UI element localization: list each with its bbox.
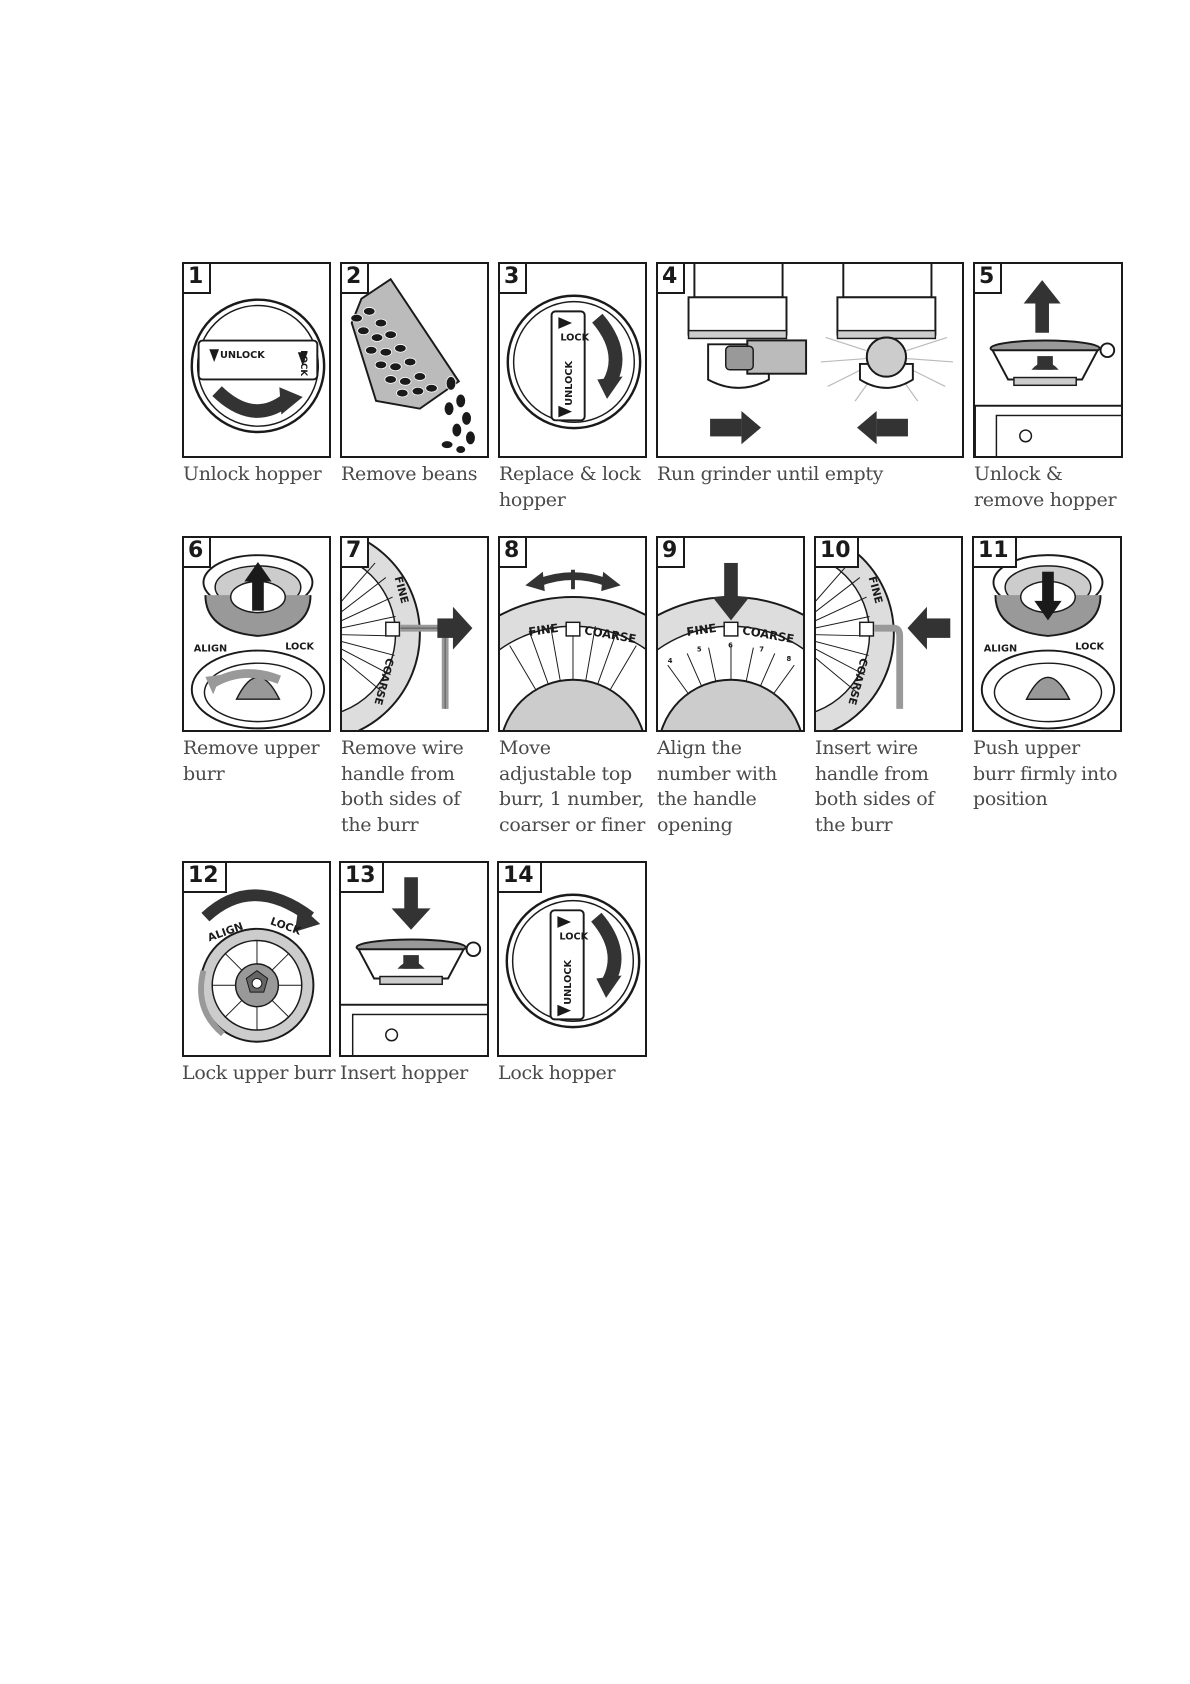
scale-number: 7 (759, 646, 764, 654)
step-6-caption: Remove upper burr (183, 737, 320, 785)
step-13-caption: Insert hopper (340, 1062, 468, 1084)
remove-upper-burr-illustration: ALIGN LOCK (190, 554, 326, 730)
arrow-left-icon (907, 606, 927, 650)
step-9-illustration: 9 FINE COARSE 4 5 6 7 8 (656, 536, 805, 732)
step-number: 1 (184, 264, 212, 294)
remove-hopper-illustration (975, 280, 1121, 456)
step-8-caption: Move adjustable top burr, 1 number, coar… (499, 737, 646, 836)
step-3-illustration: 3 LOCK UNLOCK (498, 262, 647, 458)
step-number: 2 (342, 264, 370, 294)
step-number: 13 (341, 863, 384, 893)
unlock-label: UNLOCK (563, 959, 574, 1004)
step-11-illustration: 11 ALIGN LOCK (972, 536, 1122, 732)
step-number: 14 (499, 863, 542, 893)
step-number: 6 (184, 538, 212, 568)
fine-label: FINE (686, 621, 718, 639)
step-number: 7 (342, 538, 370, 568)
arrow-down-icon (712, 597, 750, 621)
step-10-caption: Insert wire handle from both sides of th… (815, 737, 935, 836)
adjust-burr-illustration: FINE COARSE (500, 569, 645, 730)
step-number: 3 (500, 264, 528, 294)
step-5-caption: Unlock & remove hopper (974, 463, 1117, 511)
arrow-down-icon (596, 975, 622, 998)
scale-number: 6 (728, 642, 733, 650)
remove-wire-handle-illustration: FINE COARSE (342, 538, 473, 730)
scale-number: 8 (786, 655, 791, 663)
arrow-left-icon (857, 410, 877, 445)
step-number: 8 (500, 538, 528, 568)
step-13-illustration: 13 (339, 861, 489, 1057)
step-4-caption: Run grinder until empty (657, 463, 884, 485)
align-number-illustration: FINE COARSE 4 5 6 7 8 (658, 562, 803, 730)
arrow-down-icon (597, 376, 623, 399)
step-6-illustration: 6 ALIGN LOCK (182, 536, 331, 732)
step-1-illustration: 1 UNLOCK LOCK (182, 262, 331, 458)
unlock-label: UNLOCK (564, 360, 575, 405)
step-4-illustration: 4 (656, 262, 964, 458)
step-number: 9 (658, 538, 686, 568)
step-14-caption: Lock hopper (498, 1062, 616, 1084)
step-7-caption: Remove wire handle from both sides of th… (341, 737, 464, 836)
insert-wire-handle-illustration: FINE COARSE (816, 538, 951, 730)
arrow-right-icon (279, 387, 303, 415)
arrow-down-icon (1034, 600, 1062, 621)
unlock-label: UNLOCK (220, 350, 265, 361)
run-grinder-illustration (687, 264, 954, 445)
align-label: ALIGN (984, 644, 1017, 655)
hopper-dial-unlock-illustration: UNLOCK LOCK (190, 298, 326, 434)
align-label: ALIGN (194, 644, 227, 655)
arrow-right-icon (601, 571, 621, 592)
step-8-illustration: 8 FINE COARSE (498, 536, 647, 732)
lock-upper-burr-illustration: ALIGN LOCK (198, 889, 321, 1043)
arrow-left-icon (525, 571, 545, 592)
step-2-illustration: 2 (340, 262, 489, 458)
lock-label: LOCK (559, 932, 588, 943)
scale-number: 4 (668, 657, 673, 665)
arrow-right-icon (741, 410, 762, 445)
step-number: 5 (975, 264, 1003, 294)
step-number: 11 (974, 538, 1017, 568)
lock-label: LOCK (285, 642, 314, 653)
step-9-caption: Align the number with the handle opening (657, 737, 777, 836)
remove-beans-illustration (350, 277, 476, 454)
hopper-dial-lock-illustration: LOCK UNLOCK (505, 893, 641, 1029)
hopper-dial-lock-illustration: LOCK UNLOCK (506, 294, 642, 430)
lock-label: LOCK (560, 333, 589, 344)
fine-label: FINE (528, 621, 560, 639)
step-14-illustration: 14 LOCK UNLOCK (497, 861, 647, 1057)
step-12-caption: Lock upper burr (182, 1062, 336, 1084)
step-number: 4 (658, 264, 686, 294)
step-number: 12 (184, 863, 227, 893)
step-3-caption: Replace & lock hopper (499, 463, 641, 511)
scale-number: 5 (697, 646, 702, 654)
step-12-illustration: 12 ALIGN LOCK (182, 861, 331, 1057)
arrow-right-icon (452, 606, 473, 650)
insert-hopper-illustration (341, 877, 487, 1055)
step-number: 10 (816, 538, 859, 568)
step-7-illustration: 7 FINE COARSE (340, 536, 489, 732)
lock-label: LOCK (1075, 642, 1104, 653)
push-upper-burr-illustration: ALIGN LOCK (980, 554, 1116, 730)
step-1-caption: Unlock hopper (183, 463, 322, 485)
step-10-illustration: 10 FINE COARSE (814, 536, 963, 732)
step-5-illustration: 5 (973, 262, 1123, 458)
arrow-right-icon (294, 904, 321, 932)
arrow-up-icon (244, 561, 272, 582)
arrow-down-icon (391, 908, 431, 930)
arrow-up-icon (1023, 280, 1061, 304)
step-11-caption: Push upper burr firmly into position (973, 737, 1118, 810)
step-2-caption: Remove beans (341, 463, 478, 485)
